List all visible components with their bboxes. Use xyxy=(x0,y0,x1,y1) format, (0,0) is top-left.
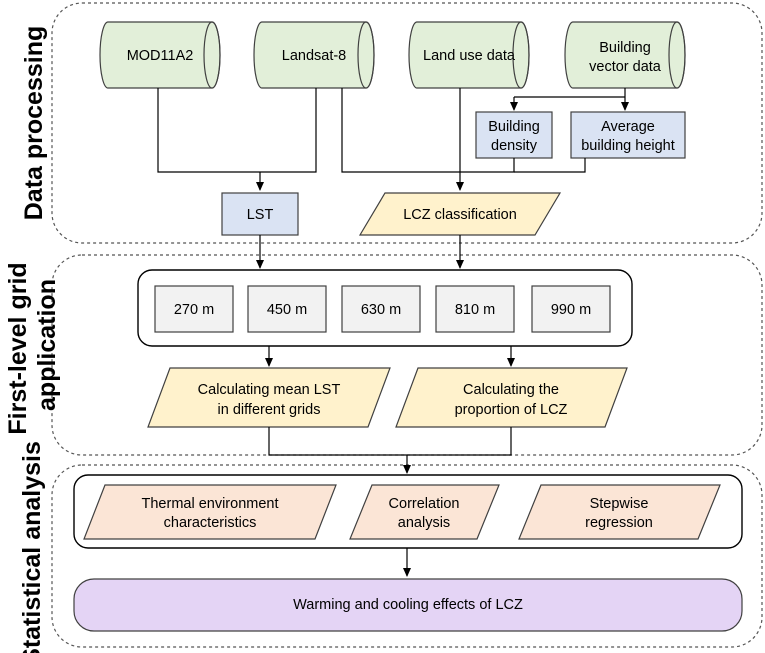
svg-text:regression: regression xyxy=(585,515,653,531)
source-landsat-8: Landsat-8 xyxy=(253,21,375,89)
result-box: Warming and cooling effects of LCZ xyxy=(73,578,743,632)
svg-text:Thermal environment: Thermal environment xyxy=(142,496,279,512)
svg-text:630 m: 630 m xyxy=(361,302,401,318)
section-label-grid-application: First-level grid application xyxy=(4,255,61,434)
source-mod11a2: MOD11A2 xyxy=(99,21,221,89)
svg-text:Calculating mean LST: Calculating mean LST xyxy=(198,382,341,398)
lcz-classification-box: LCZ classification xyxy=(358,192,562,236)
lst-box: LST xyxy=(221,192,299,236)
grid-630m: 630 m xyxy=(341,285,421,333)
svg-text:Building: Building xyxy=(488,119,540,135)
calc-mean-lst-box: Calculating mean LST in different grids xyxy=(147,367,391,428)
svg-text:Stepwise: Stepwise xyxy=(590,496,649,512)
grid-270m: 270 m xyxy=(154,285,234,333)
svg-text:proportion of LCZ: proportion of LCZ xyxy=(455,402,568,418)
svg-text:990 m: 990 m xyxy=(551,302,591,318)
data-processing-connectors xyxy=(157,88,629,269)
svg-text:Building: Building xyxy=(599,40,651,56)
svg-text:Correlation: Correlation xyxy=(389,496,460,512)
svg-text:450 m: 450 m xyxy=(267,302,307,318)
svg-text:Warming and cooling effects of: Warming and cooling effects of LCZ xyxy=(293,597,523,613)
grid-application-section xyxy=(51,254,763,456)
source-building-vector-data: Building vector data xyxy=(564,21,686,89)
average-building-height-box: Average building height xyxy=(570,111,686,159)
source-land-use-data: Land use data xyxy=(408,21,530,89)
svg-text:Calculating the: Calculating the xyxy=(463,382,559,398)
svg-text:Land use data: Land use data xyxy=(423,48,516,64)
grid-application-connectors xyxy=(265,346,515,474)
thermal-environment-box: Thermal environment characteristics xyxy=(83,484,337,540)
grid-990m: 990 m xyxy=(531,285,611,333)
svg-text:analysis: analysis xyxy=(398,515,450,531)
svg-text:LST: LST xyxy=(247,207,274,223)
svg-text:810 m: 810 m xyxy=(455,302,495,318)
building-density-box: Building density xyxy=(475,111,553,159)
svg-text:building height: building height xyxy=(581,138,675,154)
calc-lcz-proportion-box: Calculating the proportion of LCZ xyxy=(395,367,628,428)
svg-text:MOD11A2: MOD11A2 xyxy=(127,48,194,64)
stepwise-regression-box: Stepwise regression xyxy=(518,484,721,540)
svg-text:vector data: vector data xyxy=(589,59,662,75)
svg-text:270 m: 270 m xyxy=(174,302,214,318)
data-processing-section xyxy=(51,2,763,244)
svg-text:LCZ classification: LCZ classification xyxy=(403,207,517,223)
svg-text:in different grids: in different grids xyxy=(218,402,321,418)
svg-text:characteristics: characteristics xyxy=(164,515,257,531)
grid-810m: 810 m xyxy=(435,285,515,333)
section-label-data-processing: Data processing xyxy=(20,26,48,221)
svg-text:Average: Average xyxy=(601,119,655,135)
section-label-statistical-analysis: Statistical analysis xyxy=(18,441,46,653)
svg-text:density: density xyxy=(491,138,538,154)
svg-text:Landsat-8: Landsat-8 xyxy=(282,48,347,64)
grid-450m: 450 m xyxy=(247,285,327,333)
correlation-analysis-box: Correlation analysis xyxy=(349,484,500,540)
